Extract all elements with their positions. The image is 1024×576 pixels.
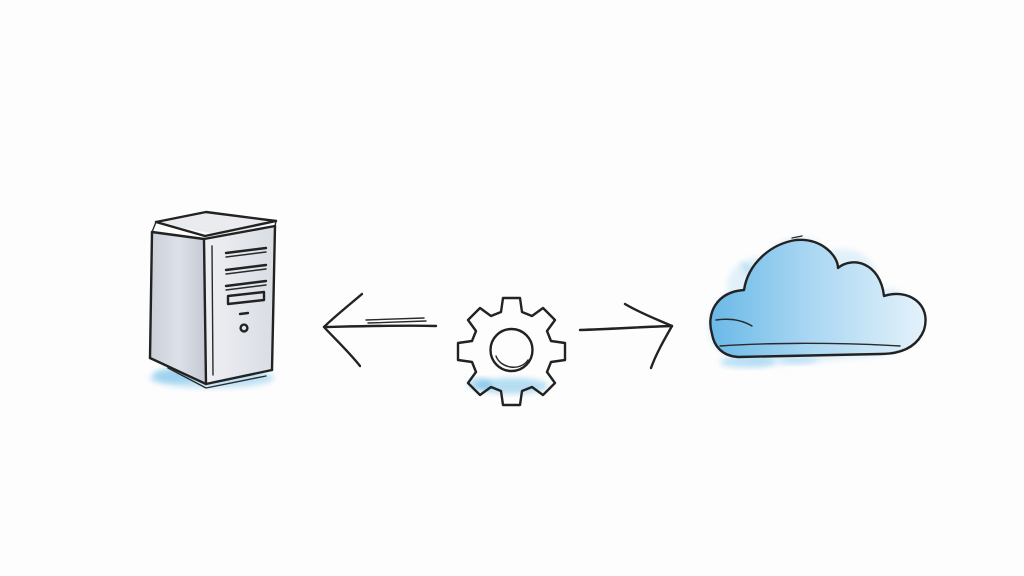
gear-icon xyxy=(456,296,567,407)
arrow-right-icon xyxy=(578,302,674,370)
cloud-icon xyxy=(708,235,927,368)
arrow-left-icon xyxy=(322,292,438,368)
server-icon xyxy=(148,210,278,389)
